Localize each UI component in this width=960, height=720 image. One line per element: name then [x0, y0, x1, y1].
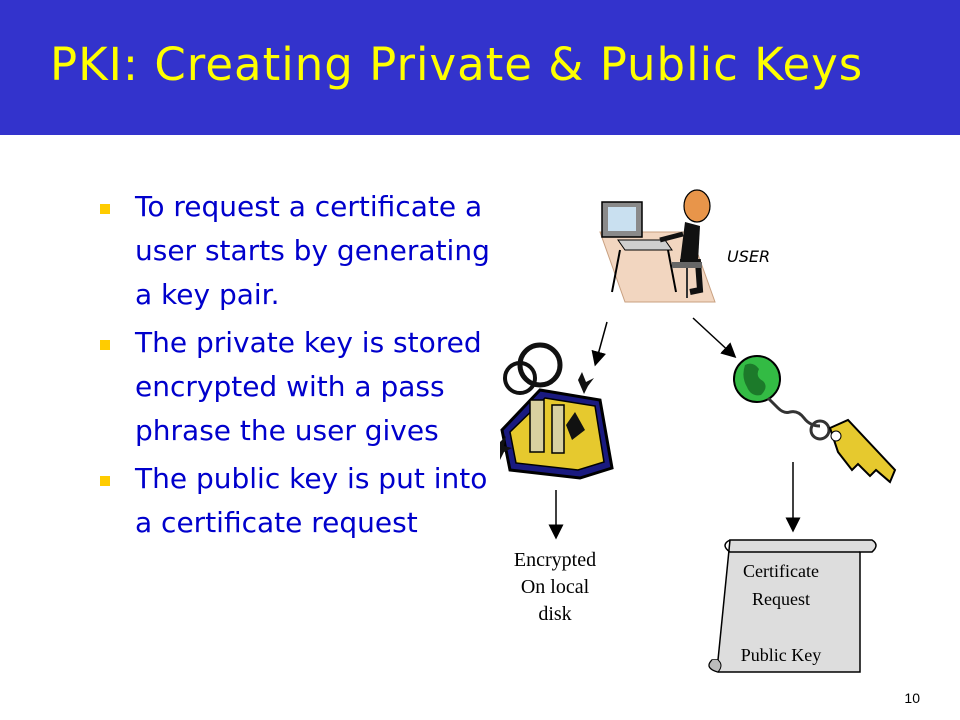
- page-number: 10: [904, 690, 920, 706]
- title-bar: PKI: Creating Private & Public Keys: [0, 0, 960, 135]
- bullet-text: To request a certificate a user starts b…: [135, 190, 490, 311]
- bullet-item: The public key is put into a certificate…: [100, 457, 510, 545]
- arrow-to-private-key: [591, 321, 608, 367]
- certificate-request-label: Certificate Request Public Key: [722, 557, 840, 669]
- bullet-text: The private key is stored encrypted with…: [135, 326, 482, 447]
- arrow-to-public-key: [692, 317, 737, 359]
- certificate-label-line: Certificate: [743, 561, 819, 581]
- bullet-list: To request a certificate a user starts b…: [100, 185, 510, 549]
- bullet-text: The public key is put into a certificate…: [135, 462, 488, 539]
- user-label: USER: [727, 247, 771, 266]
- keychain-icon: [500, 342, 614, 480]
- encrypted-label-line: On local: [520, 576, 590, 598]
- bullet-square-icon: [100, 340, 110, 350]
- bullet-square-icon: [100, 204, 110, 214]
- slide-title: PKI: Creating Private & Public Keys: [50, 38, 864, 91]
- certificate-label-line: Request: [752, 589, 810, 609]
- bullet-item: The private key is stored encrypted with…: [100, 321, 510, 453]
- encrypted-disk-label: Encrypted On local disk: [490, 547, 620, 628]
- bullet-item: To request a certificate a user starts b…: [100, 185, 510, 317]
- encrypted-label-line: Encrypted: [513, 549, 597, 571]
- certificate-label-line: Public Key: [740, 645, 822, 665]
- bullet-square-icon: [100, 476, 110, 486]
- user-at-computer-icon: [599, 189, 716, 303]
- encrypted-label-line: disk: [538, 603, 572, 625]
- certificate-scroll-icon: [708, 539, 877, 673]
- certificate-label-spacer: [722, 613, 840, 641]
- globe-keychain-icon: [733, 355, 897, 484]
